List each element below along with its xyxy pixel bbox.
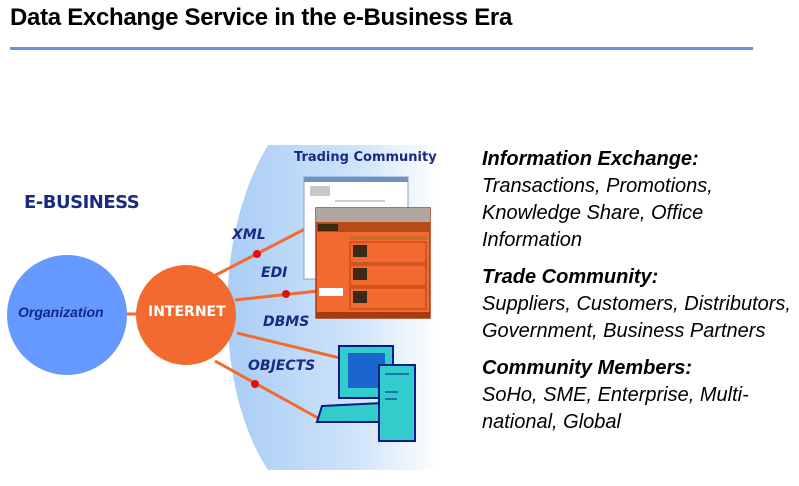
section-body: SoHo, SME, Enterprise, Multi-national, G…: [482, 384, 749, 433]
section-body: Transactions, Promotions, Knowledge Shar…: [482, 175, 713, 251]
ebusiness-heading: E-BUSINESS: [24, 192, 140, 213]
section-heading: Trade Community:: [482, 266, 659, 288]
internet-label: INTERNET: [148, 304, 226, 320]
organization-label: Organization: [18, 304, 104, 320]
info-section-trade-community: Trade Community: Suppliers, Customers, D…: [482, 264, 797, 345]
title-underline: [10, 47, 753, 50]
protocol-dbms-label: DBMS: [263, 314, 310, 330]
protocol-edi-label: EDI: [261, 265, 288, 281]
section-heading: Information Exchange:: [482, 148, 699, 170]
computer-icon: [315, 345, 416, 442]
section-heading: Community Members:: [482, 357, 693, 379]
protocol-xml-label: XML: [232, 227, 266, 243]
info-section-information-exchange: Information Exchange: Transactions, Prom…: [482, 146, 797, 254]
page-title: Data Exchange Service in the e-Business …: [10, 4, 512, 31]
trading-community-label: Trading Community: [294, 150, 437, 165]
diagram-graphics: [7, 145, 440, 470]
info-section-community-members: Community Members: SoHo, SME, Enterprise…: [482, 355, 797, 436]
trading-site-window-icon: [315, 207, 431, 319]
section-body: Suppliers, Customers, Distributors, Gove…: [482, 293, 791, 342]
info-panel: Information Exchange: Transactions, Prom…: [482, 146, 797, 446]
organization-circle: [7, 255, 127, 375]
internet-circle: [136, 265, 236, 365]
protocol-objects-label: OBJECTS: [248, 358, 316, 374]
ebusiness-diagram: E-BUSINESS Trading Community XML EDI DBM…: [0, 140, 470, 486]
